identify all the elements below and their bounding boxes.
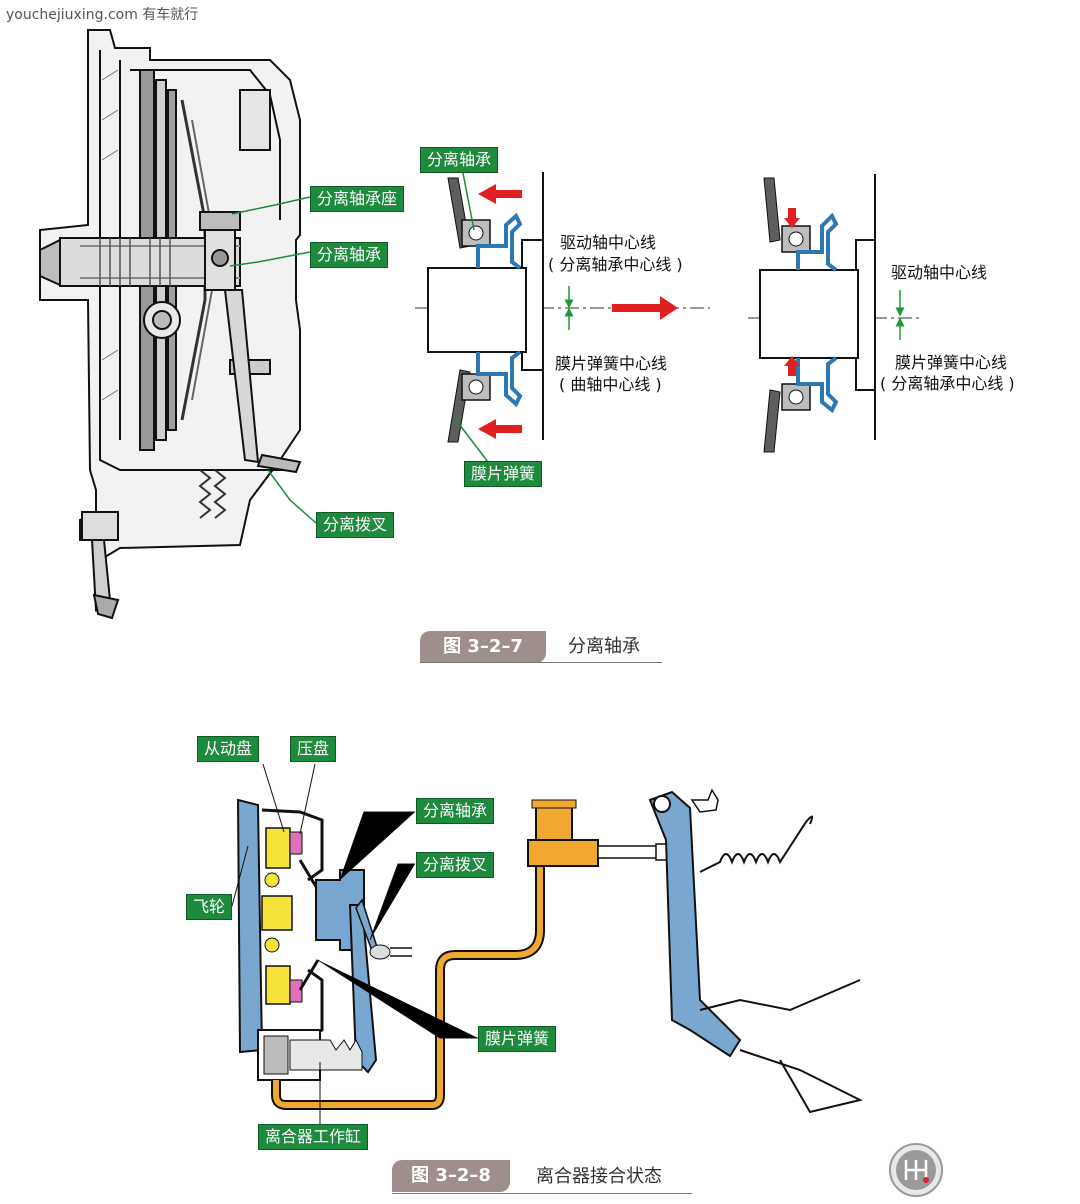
note-spring-axis-a-1: 膜片弹簧中心线: [555, 354, 668, 373]
label-bearing-seat: 分离轴承座: [310, 186, 405, 212]
figure-1-title: 分离轴承: [568, 636, 640, 657]
label-diaphragm-spring: 膜片弹簧: [464, 461, 543, 487]
note-spring-axis-b-1: 膜片弹簧中心线: [895, 353, 1008, 372]
note-drive-axis-a-2: ( 分离轴承中心线 ): [548, 255, 683, 274]
figure-2-title: 离合器接合状态: [536, 1166, 662, 1187]
label-slave-cylinder: 离合器工作缸: [258, 1124, 369, 1150]
figure-2-number: 图 3–2–8: [392, 1160, 510, 1192]
label-release-fork-2: 分离拨叉: [416, 852, 495, 878]
label-diaphragm-spring-2: 膜片弹簧: [478, 1026, 557, 1052]
figure-2-underline: [392, 1193, 692, 1194]
label-release-bearing-left: 分离轴承: [310, 242, 389, 268]
note-drive-axis-a-1: 驱动轴中心线: [560, 233, 657, 252]
figure-1-underline: [420, 662, 662, 663]
bearing-detail-engaged: [415, 167, 710, 463]
note-spring-axis-a-2: ( 曲轴中心线 ): [559, 375, 662, 394]
clutch-system-engaged: [231, 763, 863, 1124]
label-flywheel: 飞轮: [186, 894, 233, 920]
gear-shift-logo-icon: [889, 1143, 943, 1197]
label-release-bearing-detail: 分离轴承: [420, 147, 499, 173]
label-pressure-plate: 压盘: [290, 736, 337, 762]
clutch-cross-section: [39, 29, 317, 620]
watermark: youchejiuxing.com 有车就行: [6, 7, 199, 23]
label-release-fork: 分离拨叉: [316, 512, 395, 538]
bearing-detail-disengaged: [748, 174, 920, 453]
label-driven-disc: 从动盘: [197, 736, 260, 762]
note-drive-axis-b: 驱动轴中心线: [891, 263, 988, 282]
note-spring-axis-b-2: ( 分离轴承中心线 ): [880, 374, 1015, 393]
figure-1-number: 图 3–2–7: [420, 631, 546, 663]
label-release-bearing: 分离轴承: [416, 798, 495, 824]
